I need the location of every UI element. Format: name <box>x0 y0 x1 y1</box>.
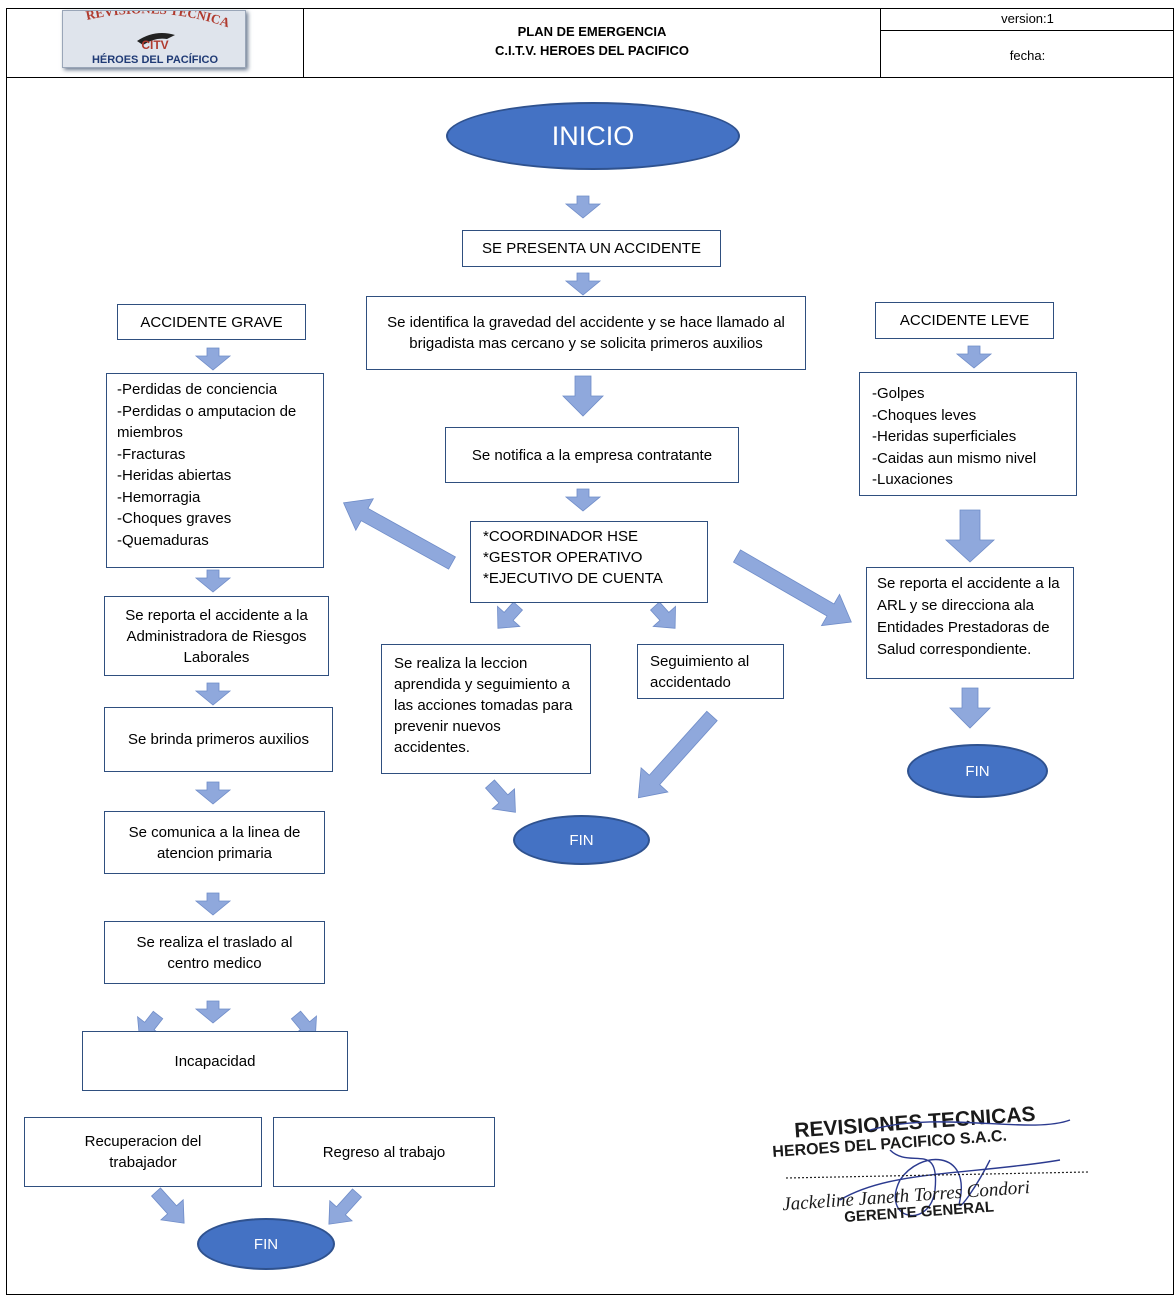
recovery-box: Recuperacion del trabajador <box>24 1117 262 1187</box>
accident-occurs-label: SE PRESENTA UN ACCIDENTE <box>482 240 701 257</box>
symptom-item: -Golpes <box>872 385 925 402</box>
incapacity-box: Incapacidad <box>82 1031 348 1091</box>
lesson-learned-label: Se realiza la leccion aprendida y seguim… <box>394 655 573 756</box>
serious-symptoms-box: -Perdidas de conciencia -Perdidas o ampu… <box>106 373 324 568</box>
end-label: FIN <box>965 762 990 780</box>
symptom-item: -Perdidas o amputacion de miembros <box>117 402 297 442</box>
header-divider-2 <box>880 8 881 78</box>
symptom-item: -Caidas aun mismo nivel <box>872 449 1037 467</box>
recovery-label: Recuperacion del trabajador <box>84 1133 202 1171</box>
start-node: INICIO <box>446 102 740 170</box>
identify-severity-label: Se identifica la gravedad del accidente … <box>387 314 785 352</box>
report-arl-box: Se reporta el accidente a la Administrad… <box>104 596 329 676</box>
symptom-item: -Heridas superficiales <box>872 428 1017 445</box>
lesson-learned-box: Se realiza la leccion aprendida y seguim… <box>381 644 591 774</box>
end-label: FIN <box>253 1235 279 1253</box>
svg-text:REVISIONES TECNICAS: REVISIONES TECNICAS <box>63 11 232 30</box>
symptom-item: -Luxaciones <box>872 471 953 488</box>
header <box>6 8 1174 78</box>
date-label: fecha: <box>1009 48 1046 63</box>
end-node-center: FIN <box>513 815 650 865</box>
first-aid-box: Se brinda primeros auxilios <box>104 707 333 772</box>
identify-severity-box: Se identifica la gravedad del accidente … <box>366 296 806 370</box>
symptom-item: -Hemorragia <box>117 488 201 506</box>
primary-care-box: Se comunica a la linea de atencion prima… <box>104 811 325 874</box>
signature-graphic: REVISIONES TECNICAS HEROES DEL PACIFICO … <box>772 1103 1089 1226</box>
return-to-work-box: Regreso al trabajo <box>273 1117 495 1187</box>
start-label: INICIO <box>551 120 635 151</box>
coordinators-box: *COORDINADOR HSE *GESTOR OPERATIVO *EJEC… <box>470 521 708 603</box>
coordinator-item: *EJECUTIVO DE CUENTA <box>483 570 663 587</box>
first-aid-label: Se brinda primeros auxilios <box>128 731 309 748</box>
logo-text-bottom: HÉROES DEL PACÍFICO <box>92 53 219 66</box>
company-stamp: REVISIONES TECNICAS HEROES DEL PACIFICO … <box>770 1080 1090 1240</box>
logo-text-top: REVISIONES TECNICAS <box>63 11 232 30</box>
logo-text-mid: CITV <box>141 38 168 52</box>
symptom-item: -Choques graves <box>117 510 232 527</box>
symptom-item: -Perdidas de conciencia <box>117 381 278 398</box>
incapacity-label: Incapacidad <box>174 1052 256 1070</box>
follow-up-box: Seguimiento al accidentado <box>637 644 784 699</box>
end-node-right: FIN <box>907 744 1048 798</box>
title-line-1: PLAN DE EMERGENCIA <box>517 24 667 39</box>
coordinator-item: *GESTOR OPERATIVO <box>483 549 643 566</box>
end-label: FIN <box>569 831 594 849</box>
transfer-label: Se realiza el traslado al centro medico <box>136 933 293 972</box>
symptom-item: -Fracturas <box>117 445 186 463</box>
return-to-work-label: Regreso al trabajo <box>322 1143 446 1161</box>
report-arl-eps-label: Se reporta el accidente a la ARL y se di… <box>877 575 1060 658</box>
logo-graphic: REVISIONES TECNICAS CITV HÉROES DEL PACÍ… <box>63 11 232 66</box>
minor-accident-box: ACCIDENTE LEVE <box>875 302 1054 339</box>
coordinator-item: *COORDINADOR HSE <box>483 528 639 545</box>
symptom-item: -Heridas abiertas <box>117 467 232 484</box>
header-divider-1 <box>303 8 304 78</box>
transfer-box: Se realiza el traslado al centro medico <box>104 921 325 984</box>
accident-occurs-box: SE PRESENTA UN ACCIDENTE <box>462 230 721 267</box>
minor-symptoms-box: -Golpes -Choques leves -Heridas superfic… <box>859 372 1077 496</box>
follow-up-label: Seguimiento al accidentado <box>650 653 750 691</box>
symptom-item: -Choques leves <box>872 406 977 424</box>
notify-company-label: Se notifica a la empresa contratante <box>471 446 713 464</box>
end-node-left: FIN <box>197 1218 335 1270</box>
symptom-item: -Quemaduras <box>117 531 209 549</box>
notify-company-box: Se notifica a la empresa contratante <box>445 427 739 483</box>
version-label: version:1 <box>1001 11 1054 26</box>
serious-accident-box: ACCIDENTE GRAVE <box>117 304 306 340</box>
title-line-2: C.I.T.V. HEROES DEL PACIFICO <box>494 43 690 58</box>
report-arl-label: Se reporta el accidente a la Administrad… <box>125 606 308 666</box>
primary-care-label: Se comunica a la linea de atencion prima… <box>128 823 301 862</box>
serious-accident-label: ACCIDENTE GRAVE <box>140 313 283 331</box>
document-title: PLAN DE EMERGENCIA C.I.T.V. HEROES DEL P… <box>304 22 880 60</box>
report-arl-eps-box: Se reporta el accidente a la ARL y se di… <box>866 567 1074 679</box>
company-logo: REVISIONES TECNICAS CITV HÉROES DEL PACÍ… <box>62 10 246 68</box>
header-divider-3 <box>880 30 1174 31</box>
minor-accident-label: ACCIDENTE LEVE <box>899 312 1030 329</box>
